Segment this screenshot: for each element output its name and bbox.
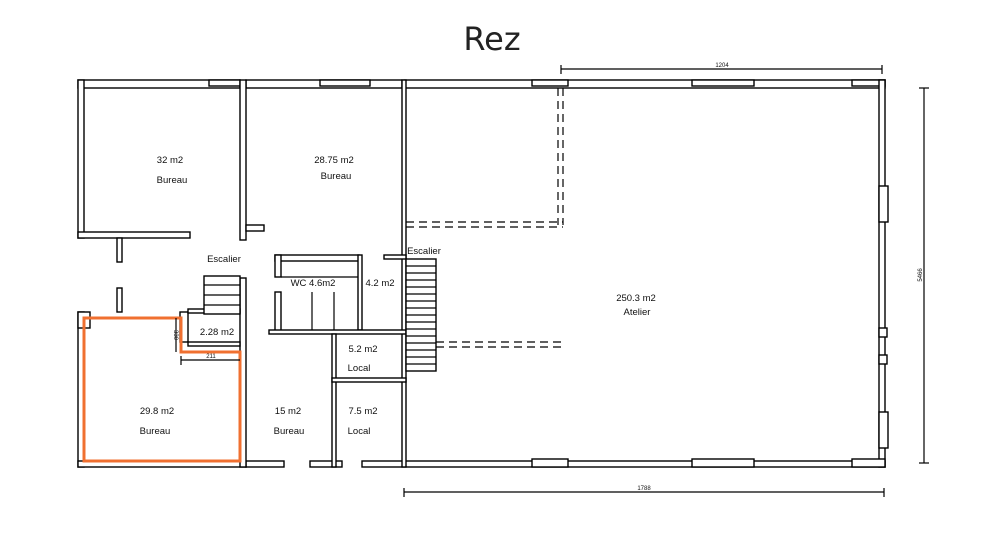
room-area: 4.2 m2 bbox=[365, 278, 394, 289]
dimension-top: 1204 bbox=[715, 63, 729, 69]
stair-label: Escalier bbox=[207, 254, 241, 265]
room-name: Local bbox=[348, 363, 371, 374]
room-name: Atelier bbox=[624, 307, 651, 318]
highlighted-room-outline bbox=[82, 316, 242, 463]
room-area: WC 4.6m2 bbox=[291, 278, 336, 289]
dimension-bottom: 1788 bbox=[637, 486, 651, 492]
room-area: 5.2 m2 bbox=[348, 344, 377, 355]
dimension-right: 5466 bbox=[918, 268, 924, 282]
room-area: 15 m2 bbox=[275, 406, 301, 417]
stair-treads bbox=[406, 265, 436, 365]
dimension-lines bbox=[175, 65, 929, 497]
dimension-small-vertical: 330 bbox=[172, 330, 178, 341]
room-name: Local bbox=[348, 426, 371, 437]
room-name: Bureau bbox=[140, 426, 171, 437]
room-name: Bureau bbox=[274, 426, 305, 437]
room-area: 250.3 m2 bbox=[616, 293, 656, 304]
room-area: 2.28 m2 bbox=[200, 327, 234, 338]
room-area: 29.8 m2 bbox=[140, 406, 174, 417]
room-name: Bureau bbox=[321, 171, 352, 182]
room-area: 32 m2 bbox=[157, 155, 183, 166]
page-title: Rez bbox=[463, 20, 521, 58]
room-area: 7.5 m2 bbox=[348, 406, 377, 417]
room-name: Bureau bbox=[157, 175, 188, 186]
stair-label: Escalier bbox=[407, 246, 441, 257]
walls bbox=[77, 79, 889, 468]
room-area: 28.75 m2 bbox=[314, 155, 354, 166]
dimension-small-horizontal: 211 bbox=[206, 354, 216, 360]
